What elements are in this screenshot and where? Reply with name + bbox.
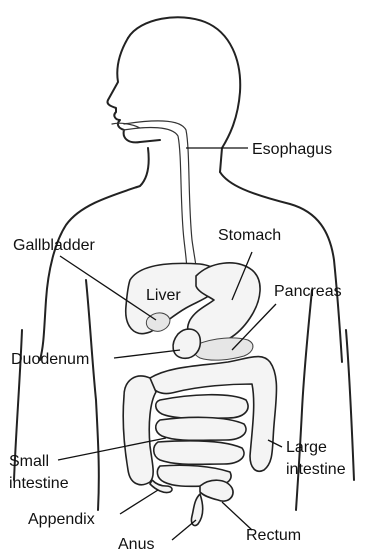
duodenum xyxy=(173,329,200,358)
esophagus xyxy=(124,121,197,280)
label-esophagus: Esophagus xyxy=(252,141,332,158)
label-gallbladder: Gallbladder xyxy=(13,237,96,254)
label-liver: Liver xyxy=(146,287,181,304)
anus xyxy=(191,494,202,526)
label-small-intestine-line1: Small xyxy=(9,453,49,470)
label-pancreas: Pancreas xyxy=(274,283,342,300)
label-small-intestine-line2: intestine xyxy=(9,475,69,492)
rectum xyxy=(200,480,233,501)
label-large-intestine-line1: Large xyxy=(286,439,327,456)
small-intestine xyxy=(154,395,248,487)
appendix-leader xyxy=(120,490,158,514)
label-appendix: Appendix xyxy=(28,511,95,528)
label-large-intestine-line2: intestine xyxy=(286,461,346,478)
rectum-leader xyxy=(222,502,252,530)
label-anus: Anus xyxy=(118,536,154,552)
duodenum-leader xyxy=(114,350,180,358)
label-rectum: Rectum xyxy=(246,527,301,544)
label-duodenum: Duodenum xyxy=(11,351,89,368)
label-stomach: Stomach xyxy=(218,227,281,244)
anus-leader xyxy=(172,520,196,540)
